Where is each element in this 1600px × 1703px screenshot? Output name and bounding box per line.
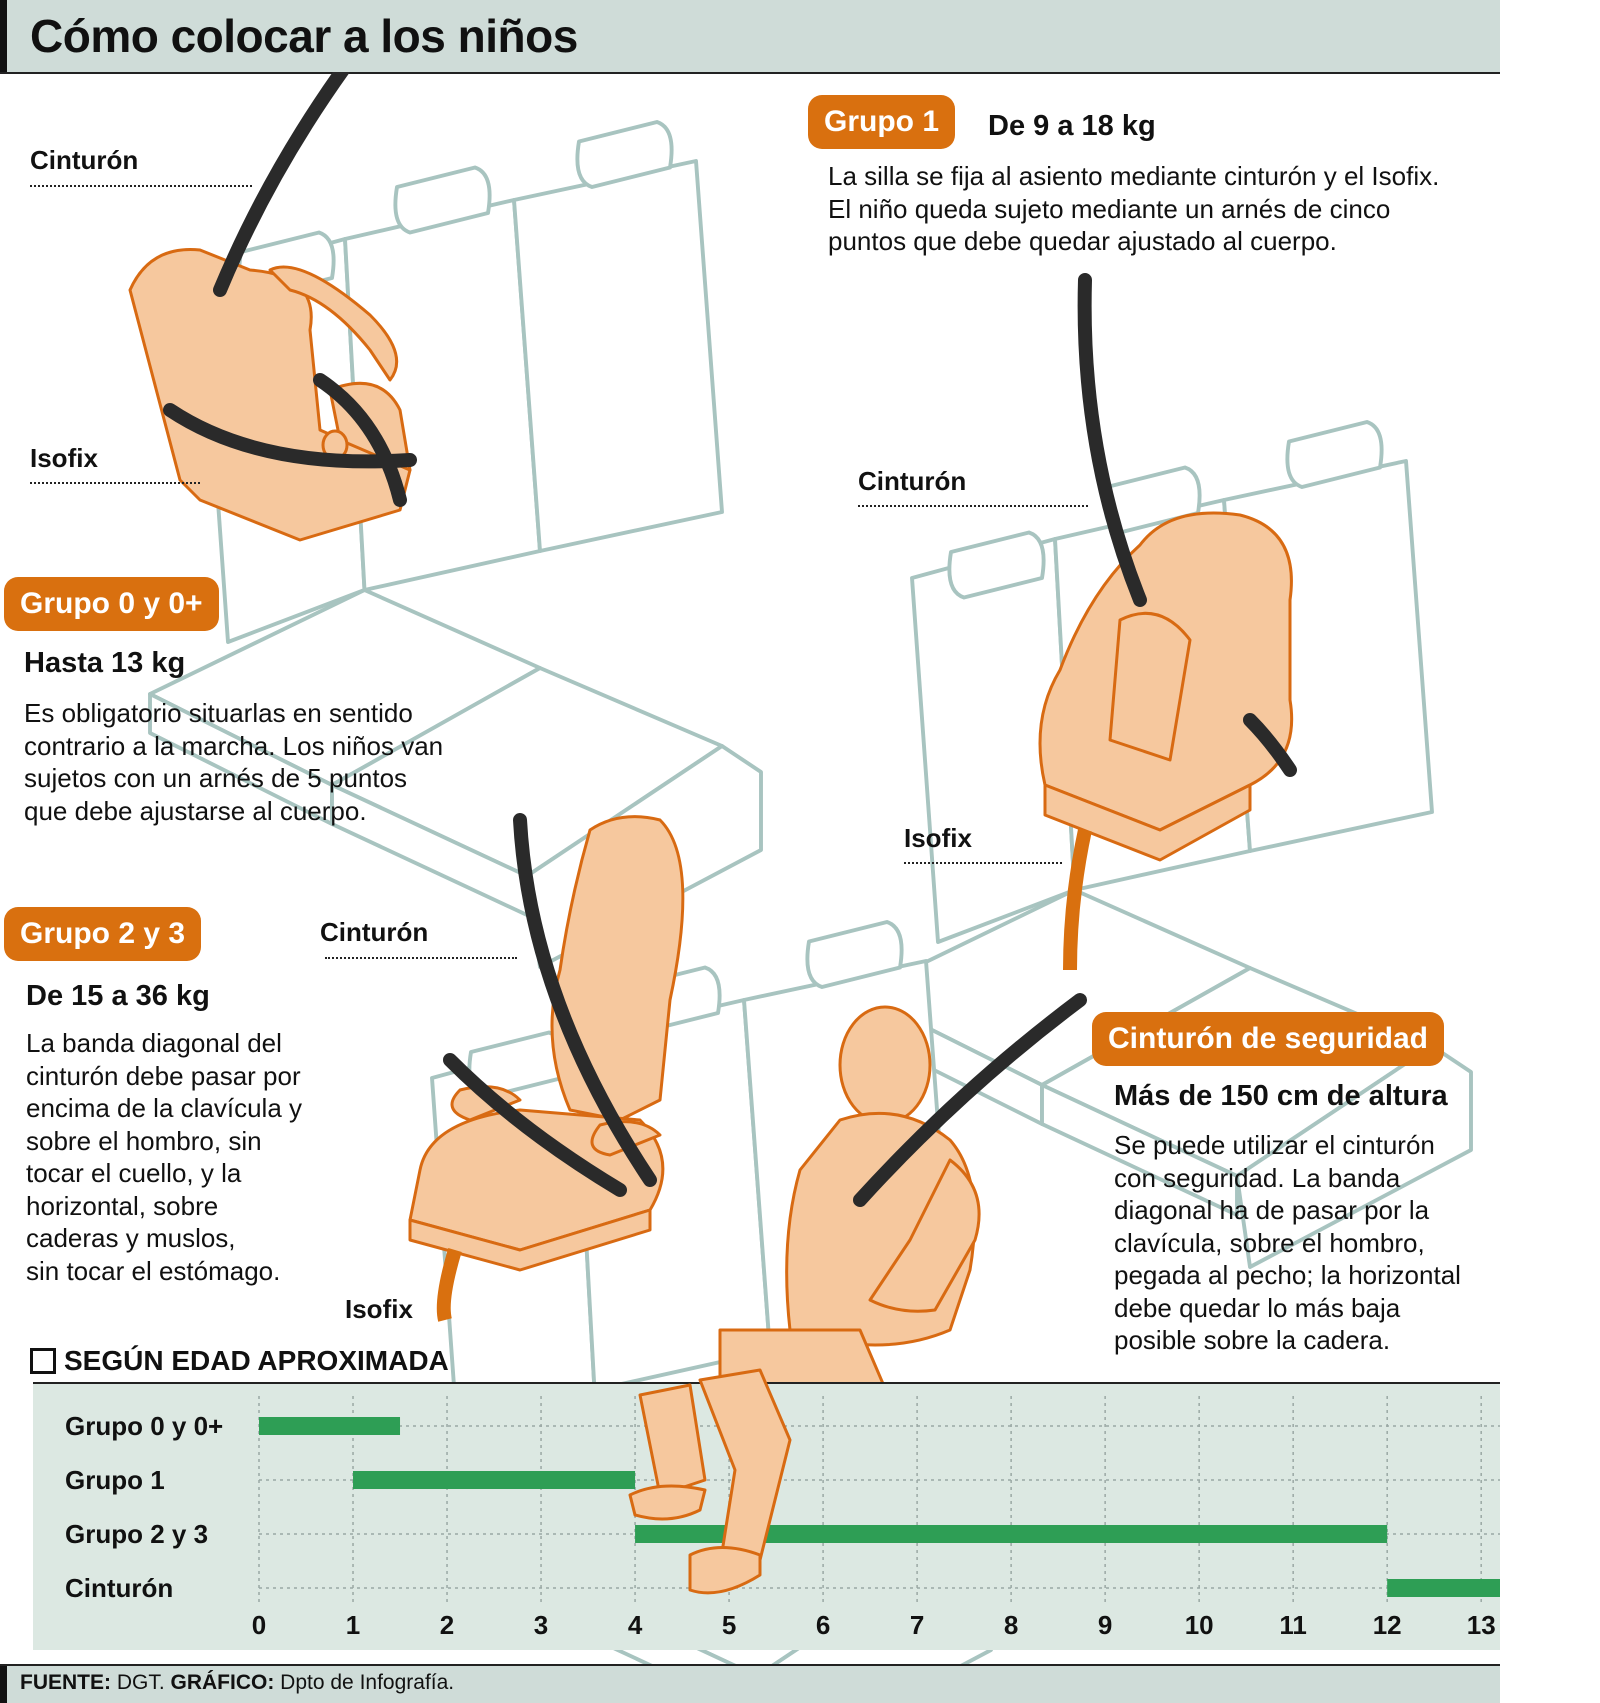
graphic-label: GRÁFICO:	[170, 1671, 275, 1694]
group-1-description: La silla se fija al asiento mediante cin…	[828, 160, 1439, 258]
description-line: tocar el cuello, y la	[26, 1158, 242, 1188]
x-tick-label: 8	[1004, 1610, 1018, 1640]
group-2-3-badge: Grupo 2 y 3	[4, 907, 202, 961]
header-accent-bar	[0, 0, 7, 72]
group-2-3-description: La banda diagonal del cinturón debe pasa…	[26, 1027, 302, 1287]
callout-leader-line	[858, 505, 1088, 507]
description-line: horizontal, sobre	[26, 1190, 219, 1221]
x-tick-label: 0	[252, 1610, 266, 1640]
description-line: con seguridad. La banda	[1114, 1162, 1401, 1193]
graphic-value: Dpto de Infografía.	[274, 1671, 455, 1694]
group-0-badge: Grupo 0 y 0+	[4, 577, 219, 631]
range-bar	[353, 1471, 636, 1489]
description-line: caderas y muslos,	[26, 1223, 236, 1253]
description-line: clavícula, sobre el hombro,	[1114, 1227, 1425, 1258]
callout-label: Cinturón	[858, 466, 967, 496]
category-label: Grupo 0 y 0+	[65, 1411, 223, 1441]
group-2-3-weight: De 15 a 36 kg	[26, 980, 210, 1012]
x-tick-label: 9	[1098, 1610, 1112, 1640]
group-1-weight: De 9 a 18 kg	[988, 110, 1156, 142]
description-line: sujetos con un arnés de 5 puntos	[24, 763, 408, 793]
category-label: Grupo 2 y 3	[65, 1519, 208, 1549]
x-tick-label: 12	[1373, 1610, 1402, 1640]
description-line: cinturón debe pasar por	[26, 1060, 301, 1091]
x-tick-label: 11	[1279, 1610, 1307, 1640]
footer-accent-bar	[0, 1666, 7, 1703]
callout-label: Cinturón	[320, 917, 429, 947]
age-chart-title: SEGÚN EDAD APROXIMADA	[30, 1345, 449, 1377]
seat-belt-description: Se puede utilizar el cinturón con seguri…	[1114, 1129, 1461, 1357]
callout-leader-line	[904, 862, 1062, 864]
description-line: diagonal ha de pasar por la	[1114, 1195, 1430, 1225]
group-0-weight: Hasta 13 kg	[24, 647, 186, 679]
description-line: La banda diagonal del	[26, 1028, 282, 1058]
callout-label: Isofix	[904, 823, 972, 853]
footer: FUENTE: DGT. GRÁFICO: Dpto de Infografía…	[0, 1664, 1500, 1703]
seat-belt-strap-4	[853, 993, 1087, 1207]
seat-belt-height: Más de 150 cm de altura	[1114, 1080, 1448, 1112]
page-title: Cómo colocar a los niños	[30, 10, 578, 62]
category-label: Grupo 1	[65, 1465, 165, 1495]
callout-label: Isofix	[30, 443, 98, 473]
seat-belt-strap-3	[443, 813, 657, 1197]
x-tick-label: 10	[1185, 1610, 1214, 1640]
description-line: pegada al pecho; la horizontal	[1114, 1260, 1461, 1290]
description-line: encima de la clavícula y	[26, 1093, 303, 1123]
description-line: contrario a la marcha. Los niños van	[24, 730, 444, 761]
x-tick-label: 4	[628, 1610, 643, 1640]
source-credit: FUENTE: DGT. GRÁFICO: Dpto de Infografía…	[20, 1671, 454, 1695]
age-chart-svg: Grupo 0 y 0+ Grupo 1 Grupo 2 y 3 Cinturón 0 1…	[65, 1396, 1500, 1640]
description-line: sobre el hombro, sin	[26, 1125, 262, 1156]
description-line: El niño queda sujeto mediante un arnés d…	[828, 193, 1391, 224]
x-tick-label: 5	[722, 1610, 736, 1640]
x-tick-label: 1	[346, 1610, 360, 1640]
seat-belt-badge: Cinturón de seguridad	[1092, 1012, 1445, 1066]
range-bar	[635, 1525, 1388, 1543]
callout-label: Isofix	[345, 1294, 413, 1324]
description-line: sin tocar el estómago.	[26, 1255, 281, 1286]
callout-leader-line	[325, 957, 517, 959]
description-line: Se puede utilizar el cinturón	[1114, 1130, 1435, 1160]
seat-belt-strap-2	[1077, 273, 1297, 777]
description-line: debe quedar lo más baja	[1114, 1292, 1401, 1323]
callout-leader-line	[30, 482, 200, 484]
x-tick-label: 3	[534, 1610, 548, 1640]
description-line: puntos que debe quedar ajustado al cuerp…	[828, 226, 1337, 256]
x-tick-label: 2	[440, 1610, 454, 1640]
x-tick-label: 6	[816, 1610, 830, 1640]
illustration	[128, 72, 1473, 1701]
source-value: DGT.	[111, 1671, 171, 1694]
header: Cómo colocar a los niños	[0, 0, 1500, 74]
source-label: FUENTE:	[20, 1671, 111, 1694]
range-bar	[1387, 1579, 1500, 1597]
age-chart-title-text: SEGÚN EDAD APROXIMADA	[64, 1345, 449, 1376]
category-label: Cinturón	[65, 1573, 173, 1603]
description-line: Es obligatorio situarlas en sentido	[24, 698, 413, 728]
description-line: que debe ajustarse al cuerpo.	[24, 795, 367, 826]
description-line: posible sobre la cadera.	[1114, 1325, 1391, 1355]
group-1-badge: Grupo 1	[808, 95, 956, 149]
description-line: La silla se fija al asiento mediante cin…	[828, 161, 1440, 191]
x-tick-label: 7	[910, 1610, 924, 1640]
x-tick-label: 13	[1467, 1610, 1496, 1640]
range-bar	[259, 1417, 401, 1435]
callout-leader-line	[30, 185, 252, 187]
isofix-arm-2	[436, 1247, 462, 1322]
group-0-description: Es obligatorio situarlas en sentido cont…	[24, 697, 443, 827]
seat-belt-strap-1	[163, 72, 417, 507]
checkbox-square-icon	[30, 1348, 56, 1374]
isofix-arm-1	[1063, 828, 1092, 971]
callout-label: Cinturón	[30, 145, 139, 175]
